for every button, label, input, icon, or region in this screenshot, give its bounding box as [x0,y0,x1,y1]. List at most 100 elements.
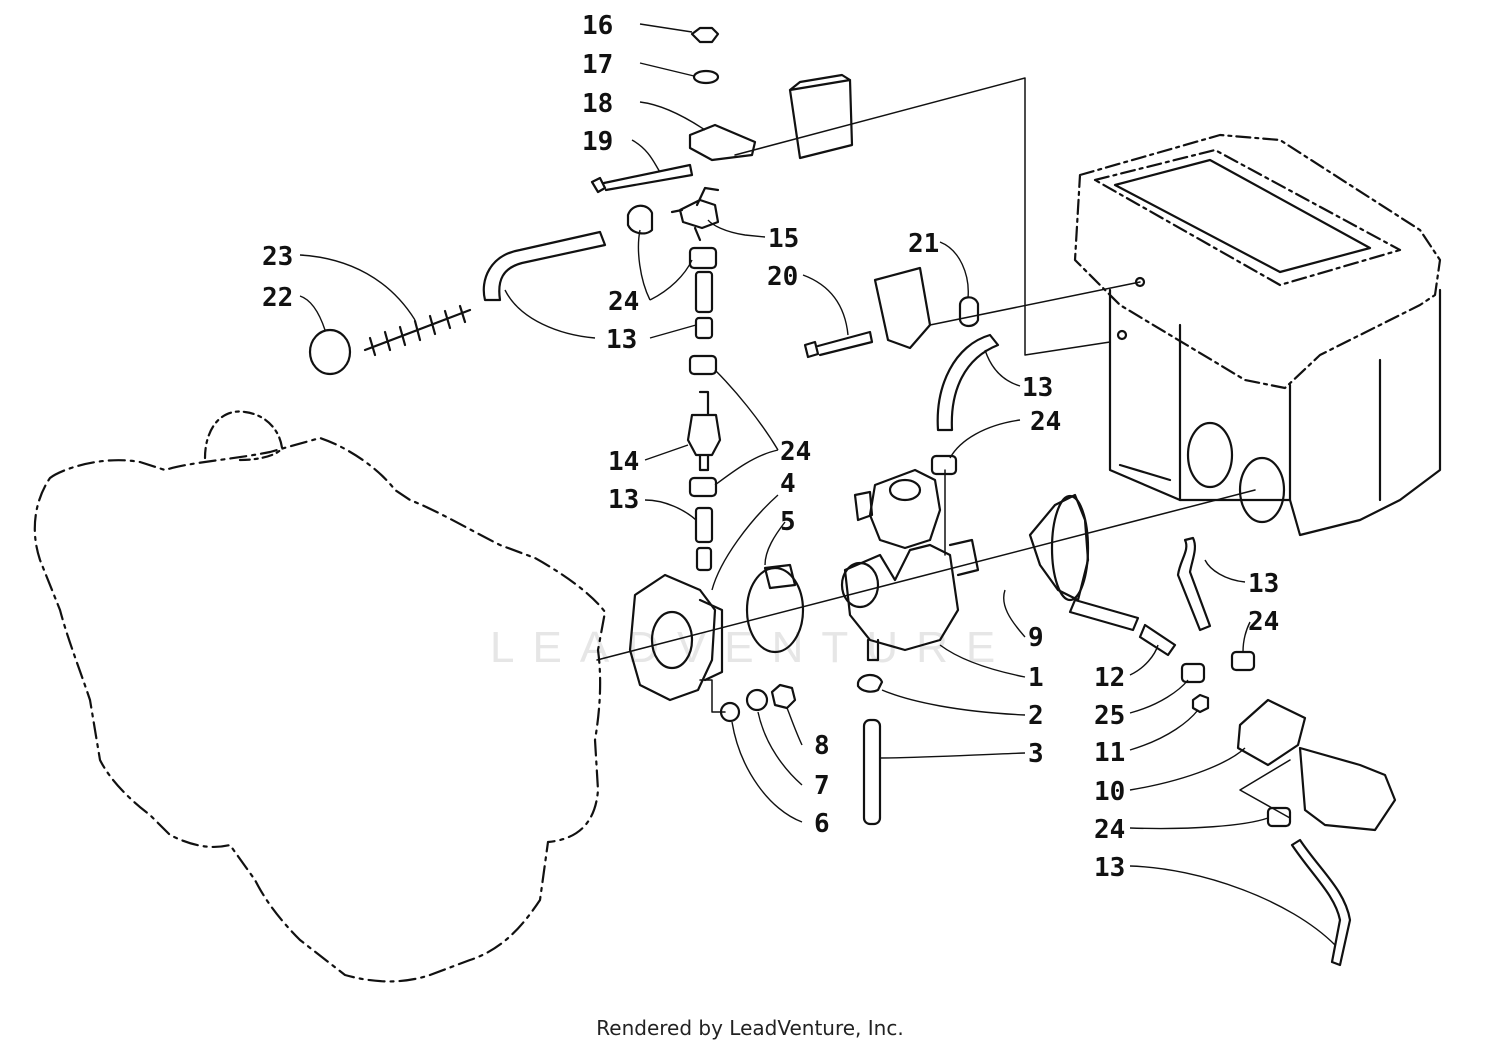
carburetor-1 [843,543,960,652]
callout-20: 20 [767,262,798,292]
carburetor-outlet [948,538,980,577]
airbox-outlet-right [1238,456,1286,524]
reference-line-pump [1239,759,1291,819]
callout-12: 12 [1094,663,1125,693]
intake-flange-neck [698,598,724,682]
clip-22 [308,328,352,376]
airbox-lid-inner [1113,158,1372,274]
leader-24-d [1242,621,1251,653]
hose-segment-13-d [695,546,713,572]
engine-top-bump [203,410,284,462]
callout-10: 10 [1094,777,1125,807]
leader-23 [299,254,416,321]
callout-23: 23 [262,242,293,272]
spring-23 [363,304,472,357]
clamp-25 [1180,662,1206,684]
airbox-outlet-left [1186,421,1234,489]
bracket-18 [688,123,757,162]
reference-line-bracket [734,77,1111,356]
callout-4: 4 [780,469,796,499]
callout-13-d: 13 [1248,569,1279,599]
airbox-outline [1073,133,1442,390]
leader-21 [939,241,969,299]
intake-boot-rim [1050,494,1090,602]
fuel-filter-14 [686,390,722,472]
hose-upper [482,230,607,302]
bracket-plate [873,266,932,350]
leader-24-a [637,229,693,301]
leader-7 [757,711,803,786]
leader-24-c [714,369,779,486]
callout-1: 1 [1028,663,1044,693]
callout-7: 7 [814,771,830,801]
pump-hose-13 [1176,536,1212,632]
leader-9 [1003,589,1026,638]
bolt-20 [803,330,874,359]
callout-18: 18 [582,89,613,119]
leader-2 [881,689,1026,716]
clamp-24-pump-top [1230,650,1256,672]
callout-25: 25 [1094,701,1125,731]
callout-19: 19 [582,127,613,157]
callout-24-b: 24 [1030,407,1061,437]
callout-13-b: 13 [1022,373,1053,403]
callout-24-e: 24 [1094,815,1125,845]
carburetor-inlet [840,561,880,609]
callout-2: 2 [1028,701,1044,731]
leader-10 [1129,747,1246,791]
fuel-pump-10 [1236,698,1307,767]
leader-8 [786,707,803,746]
hex-nut-16 [690,26,720,44]
callout-24-a: 24 [608,287,639,317]
hose-clamp-5-tab [763,563,797,590]
callout-24-d: 24 [1248,607,1279,637]
clamp-24-a [688,246,718,270]
leader-11 [1129,709,1199,751]
leader-13-e [1129,865,1336,946]
leader-12 [1129,644,1159,676]
callout-6: 6 [814,809,830,839]
carburetor-side-screw [853,490,874,522]
carburetor-top-cap [868,468,942,550]
callout-5: 5 [780,507,796,537]
callout-13-e: 13 [1094,853,1125,883]
callout-17: 17 [582,50,613,80]
leader-25 [1129,679,1189,714]
leader-22 [299,295,326,331]
callout-14: 14 [608,447,639,477]
hose-clamp-5 [745,566,805,654]
leader-6 [731,721,803,823]
screw-19 [590,163,694,194]
leader-18 [639,101,706,131]
clamp-24-vent [930,454,958,476]
lock-washer-7 [745,688,769,712]
reference-line-intake [596,489,1256,661]
callout-15: 15 [768,224,799,254]
vent-hose-13 [936,333,1000,432]
intake-boot-9 [1028,493,1090,602]
leader-14 [644,444,689,461]
clamp-24-b [688,354,718,376]
pump-hose-12-segment [1138,623,1177,657]
pump-hose-12 [1068,598,1140,632]
intake-flange-port [650,610,694,670]
hose-segment-13-a [694,270,714,314]
washer-6 [719,701,741,723]
leader-24-e [1129,817,1269,830]
leader-16 [639,23,693,33]
callout-24-c: 24 [780,437,811,467]
callout-21: 21 [908,229,939,259]
nut-8 [770,683,797,710]
leader-13-a [504,289,697,339]
callout-16: 16 [582,11,613,41]
leader-15 [707,219,766,238]
callout-8: 8 [814,731,830,761]
nut-11 [1191,693,1210,714]
clamp-24-pump-bottom [1266,806,1292,828]
leader-20 [802,274,849,336]
carburetor-top-knob [888,478,922,502]
airbox-hole-upper [1134,276,1146,288]
carb-drain-stub [866,638,880,662]
mount-block [788,73,854,160]
